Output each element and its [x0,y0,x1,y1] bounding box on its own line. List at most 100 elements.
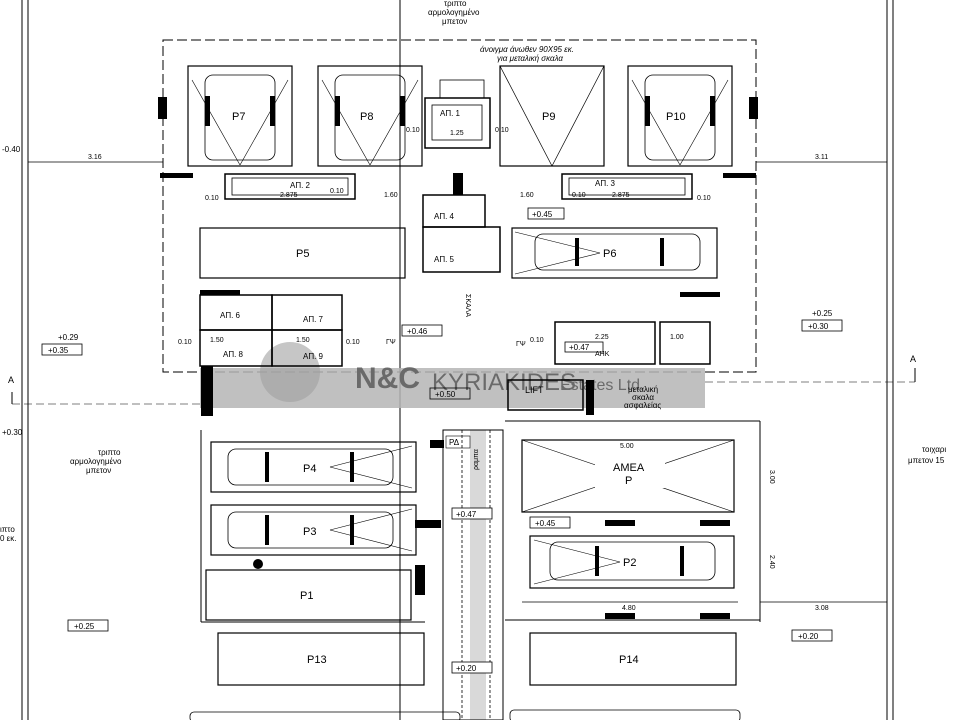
left-cut-line2: 0 εκ. [0,534,16,543]
metal-stair-line3: ασφαλείας [624,401,661,410]
parking-bay-amea: ΑΜΕΑ P 5.00 3.00 [521,439,775,513]
dim-225: 2.25 [595,334,609,341]
level-025-bottom-text: +0.25 [74,622,95,631]
level-035-left-text: +0.35 [48,346,69,355]
dim-160-left: 1.60 [384,192,398,199]
storage-ap2: ΑΠ. 2 2.875 0.10 0.10 1.60 [205,173,398,202]
level-047-ramp: +0.47 [456,510,477,519]
level-025-right: +0.25 +0.30 [801,309,843,332]
metal-stair-line2: σκαλα [632,393,654,402]
parking-bay-p6: P6 [511,227,718,279]
top-fence-line3: μπετον [442,17,467,26]
left-cut-line1: ιπτο [0,525,15,534]
site-boundary [21,0,894,720]
dim-2875-right: 2.875 [612,192,630,199]
dim-010-ap3-a: 0.10 [572,192,586,199]
roof-opening-note: άνοιγμα άνωθεν 90X95 εκ. για μεταλική σκ… [480,45,574,63]
bottom-edge [189,709,741,720]
parking-bay-p14: P14 [529,632,737,686]
lift-label: LIFT [525,385,544,395]
storage-label-ap7: ΑΠ. 7 [303,315,324,324]
top-fence-line1: τριπτο [444,0,467,8]
level-030-right-text: +0.30 [808,322,829,331]
dim-row-316: 3.16 [28,154,163,163]
level-020-bottom: +0.20 [791,629,833,642]
right-wall-line2: μπετον 15 [908,456,945,465]
mech-label: ΑΗΚ [595,351,610,358]
storage-label-ap6: ΑΠ. 6 [220,311,241,320]
dim-010-ap1-left: 0.10 [406,127,420,134]
left-fence-line3: μπετον [86,466,111,475]
parking-label-p5: P5 [296,248,309,260]
metal-stair-line1: μεταλική [628,385,658,394]
section-label-right: A [910,354,916,364]
storage-ap3: ΑΠ. 3 2.875 0.10 0.10 1.60 [520,173,711,202]
storage-group-left: ΑΠ. 6 ΑΠ. 7 ΑΠ. 8 ΑΠ. 9 1.50 1.50 0.10 0… [178,294,360,367]
dim-2875-left: 2.875 [280,192,298,199]
right-wall-line1: τοιχαρι [922,445,946,454]
dim-row-311: 3.11 [756,154,887,163]
dim-125: 1.25 [450,130,464,137]
dim-150-a: 1.50 [210,337,224,344]
watermark-suffix: Estates Ltd. [560,377,645,394]
dim-160-right: 1.60 [520,192,534,199]
parking-bay-p9: P9 [499,65,605,167]
parking-label-p4: P4 [303,463,316,475]
level-046-text: +0.46 [407,327,428,336]
amea-line2: P [625,475,632,487]
mech-block: 2.25 1.00 0.10 +0.47 ΑΗΚ [530,321,711,365]
top-fence-line2: αρμολογημένο [428,8,480,17]
metal-stair-note: μεταλική σκαλα ασφαλείας [624,385,661,410]
level-045-amea-text: +0.45 [535,519,556,528]
storage-label-ap4: ΑΠ. 4 [434,212,455,221]
level-050: +0.50 [429,387,471,400]
watermark-brand: N&C [355,362,420,395]
ramp-mid-label: ΡΔ [449,438,460,447]
level-030-left: +0.30 [2,428,23,437]
dim-010-ap7: 0.10 [346,339,360,346]
right-wall-note: τοιχαρι μπετον 15 [908,445,946,465]
parking-label-p3: P3 [303,526,316,538]
parking-bay-p1: P1 [205,559,412,621]
ramp: ΡΔ +0.47 +0.20 [442,429,504,720]
parking-bay-p13: P13 [217,632,425,686]
level-025-bottom: +0.25 [67,619,109,632]
storage-ap4: ΑΠ. 4 [422,194,486,228]
level-045-top-text: +0.45 [532,210,553,219]
dim-150-b: 1.50 [296,337,310,344]
parking-bay-p3: P3 [210,504,417,556]
level-045-top: +0.45 [527,207,565,220]
stamp-gp-left: ΓΨ [386,339,396,346]
left-fence-line2: αρμολογημένο [70,457,122,466]
parking-bay-p5: P5 [199,227,406,279]
parking-bay-p4: P4 [210,441,417,493]
roof-opening-line2: για μεταλική σκαλα [497,54,563,63]
parking-label-p1: P1 [300,590,313,602]
section-mark-right: A [705,354,916,383]
dim-010-ap3-b: 0.10 [697,195,711,202]
parking-bay-p10: P10 [627,65,733,167]
parking-bay-p7: P7 [187,65,293,167]
dim-010-mech: 0.10 [530,337,544,344]
level-040-left: -0.40 [2,145,21,154]
section-label-left: A [8,375,14,385]
top-fence-note: τριπτο αρμολογημένο μπετον [428,0,480,26]
dim-010-ap1-right: 0.10 [495,127,509,134]
dim-240: 2.40 [768,555,775,569]
dim-row-480: 4.80 3.08 [522,601,887,612]
level-050-text: +0.50 [435,390,456,399]
storage-label-ap5: ΑΠ. 5 [434,255,455,264]
storage-label-ap1: ΑΠ. 1 [440,109,461,118]
stamp-gp-right: ΓΨ [516,341,526,348]
parking-label-p14: P14 [619,654,639,666]
dim-300: 3.00 [768,470,775,484]
parking-bay-p8: P8 [317,65,423,167]
dim-480: 4.80 [622,605,636,612]
watermark-company: KYRIAKIDES [432,369,576,396]
amea-line1: ΑΜΕΑ [613,462,645,474]
parking-label-p7: P7 [232,111,245,123]
left-fence-note: τριπτο αρμολογημένο μπετον [70,448,122,475]
level-046: +0.46 [401,324,443,337]
wall-stubs [158,97,758,619]
